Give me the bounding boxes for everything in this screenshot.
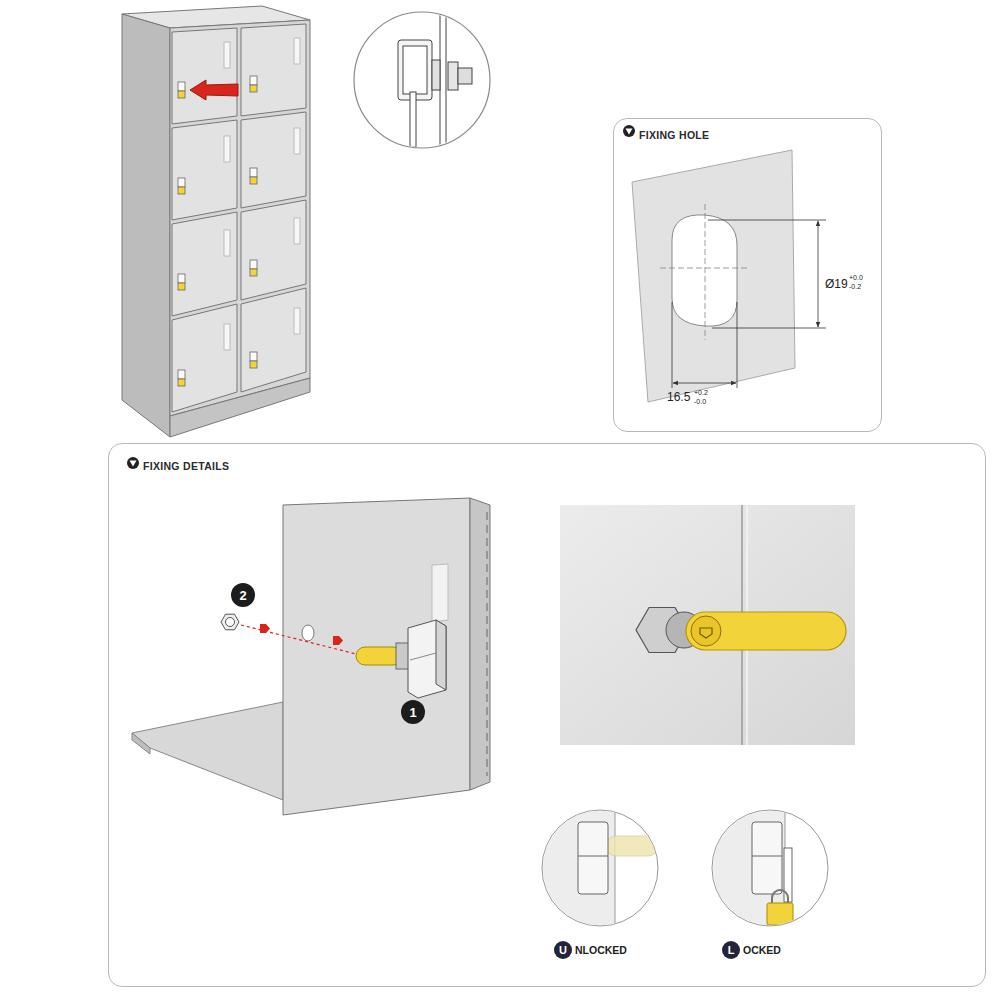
dimension-value: 16.5 (667, 391, 690, 403)
fixing-details-panel: FIXING DETAILS 2 1U L (108, 443, 986, 987)
state-badge: U (554, 941, 572, 959)
tolerance-value: -0.0 (694, 398, 706, 405)
fixing-hole-panel: FIXING HOLE (613, 118, 882, 432)
panel-heading: FIXING HOLE (639, 129, 709, 142)
zoom-detail (354, 10, 490, 152)
heading-icon (127, 125, 635, 469)
callout-number: 1 (409, 706, 416, 719)
tolerance-value: -0.2 (849, 283, 861, 290)
fixing-hole-drawing (632, 150, 826, 402)
dimension-value: Ø19 (825, 278, 848, 290)
tolerance-value: +0.2 (694, 389, 708, 396)
state-letter: L (728, 945, 735, 956)
panel-heading: FIXING DETAILS (143, 460, 229, 473)
callout-circle: 1 (401, 700, 425, 724)
tolerance-value: +0.0 (849, 274, 863, 281)
lock-closeup (560, 505, 855, 745)
locker-cabinet (122, 6, 310, 437)
state-badge: L (722, 941, 740, 959)
state-label: NLOCKED (575, 945, 627, 956)
door-drawing (132, 498, 490, 815)
callout-circle: 2 (231, 583, 255, 607)
state-letter: U (559, 945, 567, 956)
locked-view (700, 800, 828, 940)
unlocked-view (530, 800, 658, 940)
state-label: OCKED (743, 945, 781, 956)
callout-number: 2 (239, 589, 246, 602)
